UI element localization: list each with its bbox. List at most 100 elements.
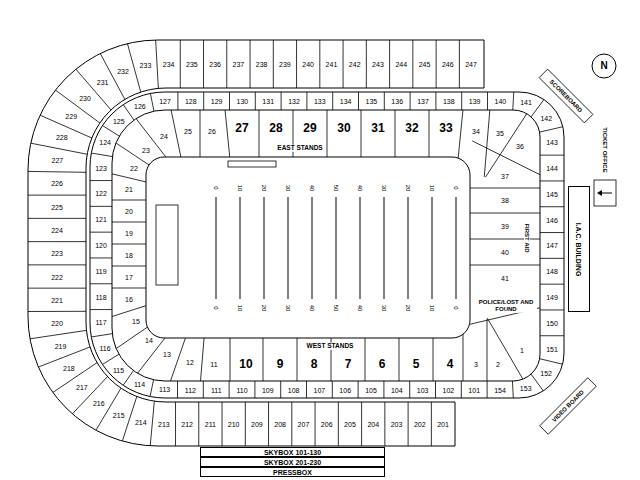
yard-number: 30 — [285, 305, 291, 312]
section-number: 32 — [405, 122, 418, 134]
section-divider — [81, 257, 121, 258]
section-number: 25 — [184, 128, 192, 135]
section-number: 216 — [93, 399, 105, 406]
yard-line — [312, 197, 313, 299]
section-divider-group — [81, 81, 572, 410]
section-number: 234 — [163, 61, 175, 68]
section-number: 134 — [340, 98, 352, 105]
section-divider — [460, 188, 550, 189]
section-number: 1 — [520, 347, 524, 354]
section-number: 246 — [442, 61, 454, 68]
stands-label: EAST STANDS — [276, 145, 323, 152]
section-number: 126 — [134, 103, 146, 110]
section-number: 118 — [95, 293, 106, 300]
section-divider — [200, 86, 201, 176]
section-divider — [459, 19, 460, 109]
section-divider — [180, 19, 181, 109]
section-number: 142 — [540, 114, 552, 121]
section-number: 104 — [391, 386, 403, 393]
section-number: 238 — [256, 61, 268, 68]
ticket-arrowhead — [597, 190, 602, 196]
yard-line — [432, 197, 433, 299]
box-label: I.A.C. BUILDING — [576, 222, 583, 276]
yard-number: 40 — [309, 305, 315, 312]
section-divider — [86, 370, 132, 447]
north-label: N — [600, 61, 607, 71]
section-divider — [23, 341, 107, 374]
section-number: 31 — [371, 122, 384, 134]
section-number: 105 — [365, 386, 377, 393]
section-divider — [263, 319, 264, 409]
section-number: 230 — [79, 94, 91, 101]
yard-number: 40 — [357, 305, 363, 312]
section-divider — [532, 155, 572, 156]
box-label: PRESSBOX — [273, 469, 312, 476]
yard-line — [240, 197, 241, 299]
section-number: 111 — [211, 386, 222, 393]
ticket-arrow — [601, 193, 612, 194]
section-number: 226 — [51, 180, 63, 187]
section-divider — [512, 369, 514, 409]
section-divider — [12, 241, 102, 242]
section-divider — [273, 19, 274, 109]
section-number: 102 — [443, 386, 455, 393]
section-number: 245 — [419, 61, 431, 68]
section-divider — [105, 305, 179, 356]
section-divider — [81, 309, 121, 310]
section-divider — [296, 19, 297, 109]
section-divider — [116, 375, 144, 461]
section-divider — [148, 84, 156, 123]
section-divider — [319, 19, 320, 109]
section-number: 108 — [288, 386, 300, 393]
section-divider — [15, 140, 103, 157]
section-number: 151 — [546, 345, 558, 352]
video-board — [540, 378, 597, 435]
section-divider — [12, 288, 102, 289]
section-divider — [343, 19, 344, 109]
yard-number: 20 — [405, 305, 411, 312]
section-divider — [81, 206, 121, 207]
section-number: 16 — [125, 296, 133, 303]
section-divider — [358, 81, 359, 121]
section-divider — [118, 361, 141, 394]
section-number: 110 — [236, 386, 247, 393]
section-divider — [148, 378, 156, 468]
section-number: 228 — [56, 134, 68, 141]
section-divider — [435, 81, 436, 121]
section-number: 35 — [496, 130, 504, 137]
yard-number: 50 — [333, 185, 339, 192]
section-number: 113 — [159, 386, 170, 393]
section-number: 125 — [113, 117, 125, 124]
yard-number: 0 — [213, 306, 219, 309]
section-number: 29 — [303, 122, 316, 134]
section-number: 147 — [546, 242, 558, 249]
section-divider — [12, 218, 102, 219]
section-number: 211 — [205, 421, 216, 428]
section-divider — [532, 232, 572, 233]
section-divider — [460, 239, 550, 240]
section-divider — [130, 311, 185, 382]
section-divider — [366, 19, 367, 109]
section-divider — [485, 102, 534, 177]
section-number: 12 — [186, 359, 194, 366]
section-number: 103 — [417, 386, 429, 393]
yard-line — [336, 197, 337, 299]
section-number: 242 — [349, 61, 361, 68]
section-divider — [280, 370, 281, 410]
section-divider — [487, 81, 488, 121]
yard-number: 20 — [405, 185, 411, 192]
box-label: SKYBOX 201-230 — [264, 459, 321, 466]
facility-label: TICKET OFFICE — [602, 127, 608, 172]
section-number: 18 — [125, 252, 133, 259]
section-number: 8 — [311, 358, 318, 370]
section-divider — [460, 265, 550, 266]
section-divider — [155, 20, 160, 110]
section-number: 34 — [472, 128, 480, 135]
section-number: 36 — [516, 143, 524, 150]
section-divider — [12, 264, 102, 265]
scoreboard — [539, 69, 593, 123]
section-divider — [127, 107, 182, 178]
section-number: 24 — [160, 133, 168, 140]
section-number: 112 — [185, 386, 196, 393]
